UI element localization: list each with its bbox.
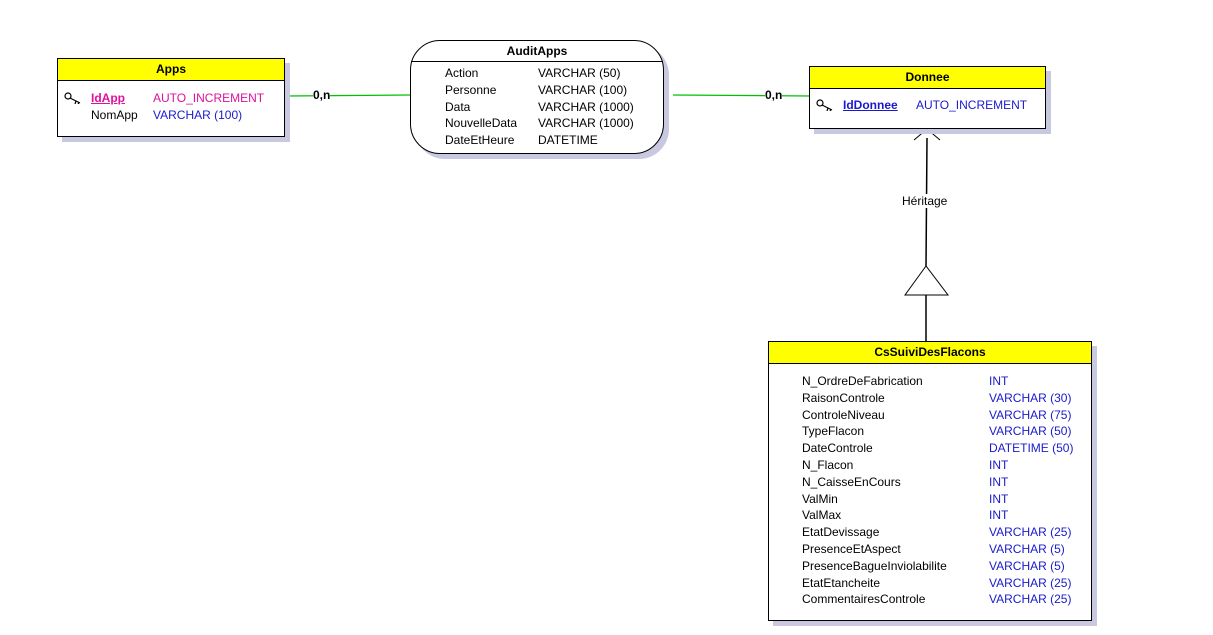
key-icon (816, 99, 833, 111)
field-type: DATETIME (50) (989, 441, 1074, 456)
field-name: Data (445, 99, 471, 114)
field-name: Action (445, 66, 479, 80)
field-type: VARCHAR (75) (989, 407, 1072, 422)
association-title: AuditApps (411, 41, 663, 62)
field-name: N_OrdreDeFabrication (802, 374, 923, 388)
field-name: ControleNiveau (802, 407, 885, 422)
link-auditapps-donnee (672, 94, 811, 97)
entity-title: CsSuiviDesFlacons (769, 342, 1091, 364)
field-type: INT (989, 491, 1009, 506)
field-name: N_CaisseEnCours (802, 474, 901, 489)
field-name: EtatEtancheite (802, 575, 881, 590)
field-name: NouvelleData (445, 116, 518, 131)
key-icon (64, 92, 81, 104)
field-type: INT (989, 458, 1009, 472)
pk-type: AUTO_INCREMENT (916, 98, 1028, 112)
field-name: N_Flacon (802, 458, 854, 472)
field-type: INT (989, 508, 1009, 523)
field-type: VARCHAR (1000) (538, 116, 634, 131)
field-name: DateControle (802, 441, 873, 456)
field-type: VARCHAR (50) (538, 66, 621, 80)
field-type: VARCHAR (50) (989, 424, 1072, 439)
field-type: VARCHAR (25) (989, 575, 1072, 590)
pk-name: IdApp (91, 91, 125, 105)
inheritance-arrow-head (913, 128, 941, 141)
field-type: VARCHAR (100) (538, 82, 628, 97)
field-type: VARCHAR (5) (989, 542, 1065, 556)
entity-title: Donnee (810, 67, 1045, 89)
field-type: INT (989, 374, 1009, 388)
field-name: DateEtHeure (445, 133, 515, 148)
field-name: RaisonControle (802, 390, 885, 405)
field-type: VARCHAR (1000) (538, 99, 634, 114)
cardinality-apps: 0,n (313, 88, 331, 102)
field-name: EtatDevissage (802, 525, 880, 540)
field-name: Personne (445, 82, 497, 97)
pk-type: AUTO_INCREMENT (153, 91, 265, 105)
field-name: ValMin (802, 491, 838, 506)
link-apps-auditapps (286, 94, 411, 97)
pk-name: IdDonnee (843, 98, 898, 112)
inheritance-label: Héritage (902, 194, 948, 208)
field-type: VARCHAR (25) (989, 525, 1072, 540)
field-name: PresenceBagueInviolabilite (802, 558, 947, 573)
field-name: TypeFlacon (802, 424, 865, 439)
field-type: VARCHAR (5) (989, 558, 1065, 573)
field-name: CommentairesControle (802, 592, 926, 607)
field-name: ValMax (802, 508, 842, 523)
field-type: VARCHAR (25) (989, 592, 1072, 607)
entity-donnee[interactable]: Donnee IdDonnee AUTO_INCREMENT (809, 66, 1046, 129)
field-type: VARCHAR (100) (153, 108, 243, 122)
field-type: DATETIME (538, 133, 598, 148)
field-name: PresenceEtAspect (802, 542, 901, 556)
entity-apps[interactable]: Apps IdApp AUTO_INCREMENT NomApp VARCHAR… (57, 58, 285, 137)
entity-title: Apps (58, 59, 284, 81)
field-type: VARCHAR (30) (989, 390, 1072, 405)
field-name: NomApp (91, 108, 138, 122)
field-type: INT (989, 474, 1009, 489)
inheritance-triangle (904, 265, 950, 296)
cardinality-donnee: 0,n (765, 88, 783, 102)
